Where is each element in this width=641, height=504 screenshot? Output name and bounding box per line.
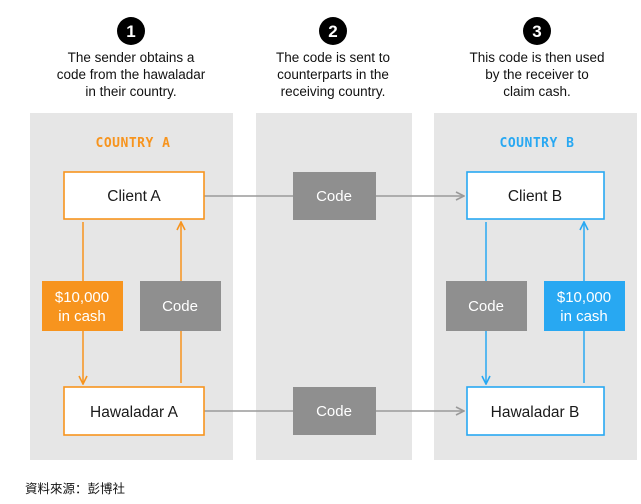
chip-code-a-label: Code xyxy=(162,298,198,315)
step-3-line-2: by the receiver to xyxy=(485,67,589,82)
step-2-line-3: receiving country. xyxy=(281,84,386,99)
country-a-label: COUNTRY A xyxy=(96,136,171,151)
chip-cash-b: $10,000 in cash xyxy=(544,281,625,331)
step-1: 1 The sender obtains a code from the haw… xyxy=(57,17,206,99)
chip-code-top-middle: Code xyxy=(293,172,376,220)
node-hawaladar-a-label: Hawaladar A xyxy=(90,404,179,421)
step-1-circle xyxy=(117,17,145,45)
node-hawaladar-a: Hawaladar A xyxy=(63,386,205,436)
node-hawaladar-b-label: Hawaladar B xyxy=(491,404,580,421)
step-2-circle xyxy=(319,17,347,45)
chip-cash-b-line-2: in cash xyxy=(560,308,608,325)
step-1-line-2: code from the hawaladar xyxy=(57,67,206,82)
step-3: 3 This code is then used by the receiver… xyxy=(469,17,605,99)
node-client-b-label: Client B xyxy=(508,188,562,205)
step-3-circle xyxy=(523,17,551,45)
country-b-label: COUNTRY B xyxy=(500,136,575,151)
hawala-diagram: 1 The sender obtains a code from the haw… xyxy=(30,17,637,460)
step-1-line-1: The sender obtains a xyxy=(68,50,195,65)
node-client-a: Client A xyxy=(63,171,205,220)
step-3-number: 3 xyxy=(532,22,541,41)
node-hawaladar-b: Hawaladar B xyxy=(466,386,605,436)
step-2-line-2: counterparts in the xyxy=(277,67,389,82)
step-1-line-3: in their country. xyxy=(85,84,176,99)
node-client-a-label: Client A xyxy=(107,188,161,205)
chip-code-b: Code xyxy=(446,281,527,331)
chip-code-top-middle-label: Code xyxy=(316,188,352,205)
chip-cash-b-line-1: $10,000 xyxy=(557,289,611,306)
step-3-line-3: claim cash. xyxy=(503,84,571,99)
chip-code-bottom-middle-label: Code xyxy=(316,403,352,420)
source-note: 資料來源：彭博社 xyxy=(25,481,126,496)
step-2: 2 The code is sent to counterparts in th… xyxy=(276,17,390,99)
chip-cash-a-line-2: in cash xyxy=(58,308,106,325)
step-3-line-1: This code is then used xyxy=(469,50,604,65)
chip-cash-a-line-1: $10,000 xyxy=(55,289,109,306)
chip-code-bottom-middle: Code xyxy=(293,387,376,435)
chip-code-b-label: Code xyxy=(468,298,504,315)
node-client-b: Client B xyxy=(466,171,605,220)
step-1-number: 1 xyxy=(126,22,135,41)
chip-cash-a: $10,000 in cash xyxy=(42,281,123,331)
step-2-number: 2 xyxy=(328,22,337,41)
chip-code-a: Code xyxy=(140,281,221,331)
step-2-line-1: The code is sent to xyxy=(276,50,390,65)
